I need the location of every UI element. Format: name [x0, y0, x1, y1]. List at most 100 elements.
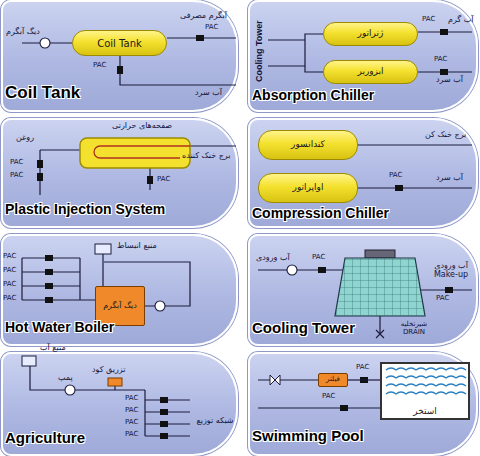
vertical-label: Cooling Tower — [255, 20, 265, 82]
pac-label: PAC — [93, 62, 106, 70]
cooling-tower-figure — [376, 330, 384, 338]
panel-title: Absorption Chiller — [252, 88, 374, 103]
pac-label: PAC — [10, 172, 23, 180]
pac-unit — [395, 185, 403, 191]
cooling-tower-figure — [365, 250, 395, 258]
pac-label: PAC — [125, 395, 138, 403]
pac-label: PAC — [389, 172, 402, 180]
pipe — [379, 316, 380, 334]
pool-water — [386, 384, 466, 386]
pac-unit — [196, 35, 204, 41]
pump-symbol — [287, 265, 297, 275]
pac-unit — [340, 405, 348, 411]
pipe-connector — [305, 34, 323, 72]
pac-unit — [147, 176, 153, 184]
pipe — [358, 187, 472, 188]
panel-title: Cooling Tower — [252, 320, 355, 337]
pac-unit — [45, 269, 53, 275]
pac-label: PAC — [10, 159, 23, 167]
pipe — [39, 150, 40, 195]
pipe — [144, 390, 145, 436]
pac-label: PAC — [205, 24, 218, 32]
pipe — [22, 258, 95, 300]
pipe — [258, 407, 380, 408]
pipe-label: شبکه توزیع — [195, 417, 235, 426]
expansion-tank — [95, 244, 111, 254]
part-name: اواپراتور — [293, 183, 324, 193]
pipe-label: دیگ آبگرم — [6, 28, 40, 37]
part-name: ابزوربر — [357, 67, 383, 77]
part-label: تزریق کود — [92, 366, 125, 375]
pac-unit — [440, 69, 448, 75]
pac-unit — [318, 267, 326, 273]
part-name: کندانسور — [291, 140, 325, 150]
pac-unit — [45, 283, 53, 289]
pump-symbol — [155, 301, 165, 311]
pool-water — [386, 368, 466, 394]
pac-label: PAC — [422, 16, 435, 24]
pipe-label: آبگرم مصرفی — [180, 12, 227, 21]
pac-unit — [45, 255, 53, 261]
system-panel: Hot Water Boilerدیگ آبگرم — [1, 234, 238, 346]
pac-label: PAC — [125, 419, 138, 427]
evaporator-tank: اواپراتور — [258, 173, 358, 203]
pac-unit — [160, 421, 168, 427]
pac-label: PAC — [3, 253, 16, 261]
pac-unit — [45, 297, 53, 303]
part-name: Coil Tank — [97, 38, 142, 49]
pac-label: PAC — [322, 393, 335, 401]
generator-tank: ژنراتور — [323, 22, 418, 46]
pipe — [114, 386, 115, 390]
pipe — [120, 56, 236, 85]
pipe-label: برج خنک کننده — [182, 152, 230, 161]
pac-label: PAC — [125, 407, 138, 415]
pac-label: PAC — [434, 56, 447, 64]
cooling-tower-figure — [335, 258, 425, 316]
filter-box: فیلتر — [318, 373, 348, 387]
part-name: فیلتر — [326, 376, 340, 384]
pac-unit — [37, 173, 43, 181]
pipe — [358, 144, 472, 145]
pac-unit — [445, 287, 453, 293]
part-label: پمپ — [58, 374, 73, 383]
pipe — [104, 262, 190, 306]
pac-unit — [160, 397, 168, 403]
pump-symbol — [65, 385, 75, 395]
pipe — [30, 366, 145, 390]
water-tank — [22, 356, 36, 366]
panel-title: Coil Tank — [5, 84, 80, 103]
pipe — [190, 145, 236, 146]
pac-label: PAC — [312, 254, 325, 262]
pac-label: PAC — [3, 267, 16, 275]
system-panel: Plastic Injection System — [1, 118, 238, 228]
panel-title: Swimming Pool — [252, 428, 364, 445]
fertilizer-injector — [108, 378, 122, 386]
part-name: استخر — [413, 407, 437, 417]
pipe-label: آب سرد — [195, 89, 222, 98]
pac-unit — [160, 409, 168, 415]
pipe — [102, 254, 103, 286]
pac-label: PAC — [436, 295, 449, 303]
pac-label: PAC — [157, 176, 170, 184]
part-label: صفحه‌های حرارتی — [112, 122, 172, 131]
valve-symbol — [270, 375, 280, 385]
plastic-mould-tank — [94, 146, 190, 158]
pac-label: PAC — [356, 364, 369, 372]
pool-water — [386, 376, 466, 378]
panel-title: Hot Water Boiler — [5, 320, 114, 335]
pipe-label: برج خنک کن — [425, 131, 466, 140]
absorber-tank: ابزوربر — [323, 60, 418, 84]
pac-label: PAC — [3, 281, 16, 289]
plastic-mould-tank — [80, 138, 190, 168]
pipe — [21, 258, 22, 300]
part-label: منبع انبساط — [117, 242, 157, 251]
drain-label: شیرتخلیه DRAIN — [391, 321, 437, 336]
panel-title: Compression Chiller — [252, 206, 389, 221]
pac-unit — [440, 29, 448, 35]
pipe — [258, 379, 318, 380]
coil-tank: Coil Tank — [72, 30, 167, 56]
pipe — [79, 258, 80, 300]
panel-title: Plastic Injection System — [5, 202, 165, 217]
pipe — [145, 400, 190, 436]
